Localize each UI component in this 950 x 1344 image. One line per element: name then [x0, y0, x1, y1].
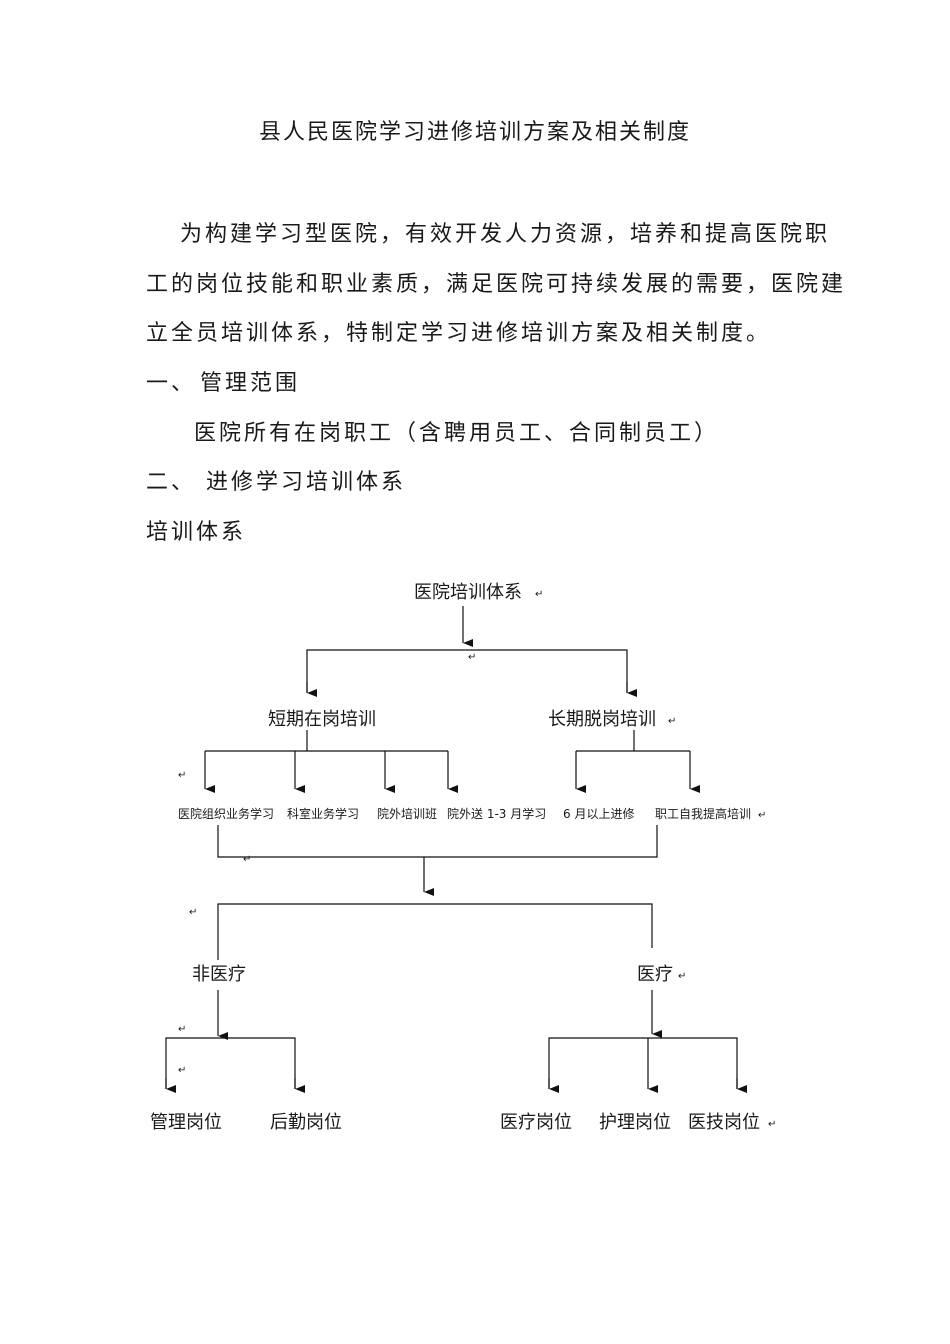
node-logistics-position: 后勤岗位: [270, 1112, 342, 1133]
section-1-number: 一、: [146, 371, 197, 396]
node-short-item-1: 医院组织业务学习: [178, 806, 274, 821]
return-mark: ↵: [535, 589, 543, 600]
return-mark: ↵: [189, 907, 197, 918]
node-short-item-2: 科室业务学习: [287, 806, 359, 821]
return-mark: ↵: [243, 854, 251, 865]
section-2-number: 二、: [146, 470, 197, 495]
section-1-text: 医院所有在岗职工（含聘用员工、合同制员工）: [194, 421, 720, 446]
node-short-item-3: 院外培训班: [377, 806, 437, 821]
node-medical: 医疗: [637, 964, 673, 985]
connector-medical-bar: [548, 1037, 738, 1089]
node-clinical-position: 医疗岗位: [500, 1112, 572, 1133]
connector-level-2: [217, 903, 653, 960]
connector-non-medical-bar: [165, 1037, 296, 1089]
return-mark: ↵: [178, 1065, 186, 1076]
node-long-term: 长期脱岗培训: [548, 709, 656, 730]
node-medical-tech-position: 医技岗位: [688, 1112, 760, 1133]
return-mark: ↵: [768, 1119, 776, 1130]
return-mark: ↵: [468, 652, 476, 663]
node-management-position: 管理岗位: [150, 1112, 222, 1133]
diagram-connectors: [165, 606, 747, 1093]
intro-line-2: 工的岗位技能和职业素质，满足医院可持续发展的需要，医院建: [146, 272, 847, 297]
training-system-subheading: 培训体系: [146, 520, 247, 545]
node-long-item-1: 6 月以上进修: [563, 806, 634, 821]
node-nursing-position: 护理岗位: [599, 1112, 671, 1133]
document-title: 县人民医院学习进修培训方案及相关制度: [258, 120, 691, 145]
section-1-heading: 管理范围: [200, 371, 301, 396]
return-mark: ↵: [758, 810, 766, 821]
node-short-item-4: 院外送 1-3 月学习: [447, 806, 546, 821]
node-long-item-2: 职工自我提高培训: [655, 806, 751, 821]
connector-merge: [217, 825, 658, 858]
return-mark: ↵: [678, 971, 686, 982]
connector-level-1: [306, 649, 628, 693]
return-mark: ↵: [668, 716, 676, 727]
return-mark: ↵: [178, 1024, 186, 1035]
node-root: 医院培训体系: [414, 582, 522, 603]
intro-line-1: 为构建学习型医院，有效开发人力资源，培养和提高医院职: [180, 222, 831, 247]
node-non-medical: 非医疗: [192, 964, 246, 985]
intro-line-3: 立全员培训体系，特制定学习进修培训方案及相关制度。: [146, 321, 772, 346]
node-short-term: 短期在岗培训: [268, 709, 376, 730]
section-2-heading: 进修学习培训体系: [206, 470, 407, 495]
diagram-labels: 医院培训体系 ↵ ↵ 短期在岗培训 长期脱岗培训 ↵ ↵ 医院组织业务学习 科室…: [150, 582, 776, 1133]
return-mark: ↵: [178, 770, 186, 781]
